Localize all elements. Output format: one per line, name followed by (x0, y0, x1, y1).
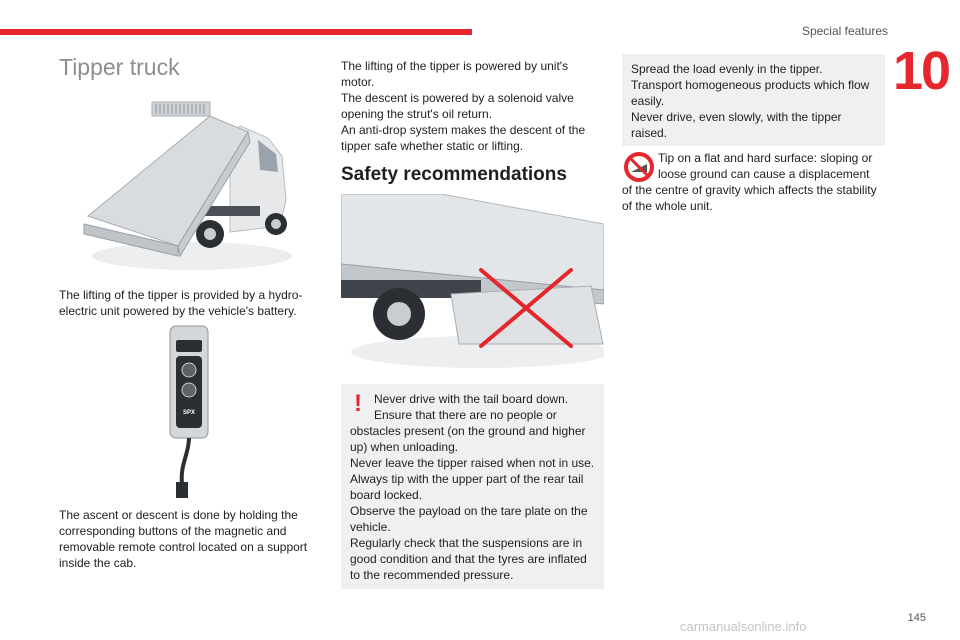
text-line: inside the cab. (59, 556, 137, 570)
tipper-truck-illustration (80, 96, 302, 274)
text-line: easily. (631, 94, 665, 108)
remote-control-illustration: SPX (169, 325, 209, 498)
col1-paragraph-1: The lifting of the tipper is provided by… (59, 287, 309, 319)
text-line: to the recommended pressure. (350, 568, 514, 582)
section-heading: Safety recommendations (341, 164, 567, 185)
remote-brand-label: SPX (183, 410, 195, 416)
text-line: Regularly check that the suspensions are… (350, 536, 583, 550)
no-slope-prohibition-icon (624, 152, 654, 182)
text-line: corresponding buttons of the magnetic an… (59, 524, 287, 538)
text-line: An anti-drop system makes the descent of… (341, 123, 586, 137)
text-line: opening the strut's oil return. (341, 107, 493, 121)
text-line: of the whole unit. (622, 199, 713, 213)
tip-text: Tip on a flat and hard surface: sloping … (622, 150, 885, 182)
text-line: board locked. (350, 488, 423, 502)
text-line: vehicle. (350, 520, 391, 534)
text-line: Transport homogeneous products which flo… (631, 78, 870, 92)
text-line: The lifting of the tipper is powered by … (341, 59, 569, 73)
warning-box: ! Never drive with the tail board down. … (341, 384, 604, 589)
text-line: The ascent or descent is done by holding… (59, 508, 298, 522)
text-line: removable remote control located on a su… (59, 540, 308, 554)
tip-note: Tip on a flat and hard surface: sloping … (622, 150, 885, 214)
text-line: Spread the load evenly in the tipper. (631, 62, 823, 76)
text-line: good condition and that the tyres are in… (350, 552, 587, 566)
text-line: electric unit powered by the vehicle's b… (59, 304, 297, 318)
tip-text-continued: of the centre of gravity which affects t… (622, 182, 885, 214)
text-line: tipper safe whether static or lifting. (341, 139, 524, 153)
info-box: Spread the load evenly in the tipper. Tr… (622, 54, 885, 146)
col2-paragraph: The lifting of the tipper is powered by … (341, 58, 604, 154)
text-line: up) when unloading. (350, 440, 459, 454)
text-line: Observe the payload on the tare plate on… (350, 504, 588, 518)
page-title: Tipper truck (59, 54, 180, 80)
text-line: The lifting of the tipper is provided by… (59, 288, 303, 302)
text-line: The descent is powered by a solenoid val… (341, 91, 574, 105)
text-line: motor. (341, 75, 375, 89)
chapter-number: 10 (893, 41, 951, 101)
text-line: Ensure that there are no people or (374, 408, 557, 422)
col1-paragraph-2: The ascent or descent is done by holding… (59, 507, 309, 571)
text-line: Never drive with the tail board down. (374, 392, 569, 406)
text-line: loose ground can cause a displacement (658, 167, 870, 181)
truck-tailboard-crossed-illustration (341, 194, 604, 370)
watermark: carmanualsonline.info (680, 619, 807, 634)
chapter-accent-bar (0, 29, 472, 35)
text-line: Tip on a flat and hard surface: sloping … (658, 151, 873, 165)
text-line: raised. (631, 126, 668, 140)
text-line: Never leave the tipper raised when not i… (350, 456, 595, 470)
text-line: of the centre of gravity which affects t… (622, 183, 877, 197)
text-line: obstacles present (on the ground and hig… (350, 424, 586, 438)
text-line: Never drive, even slowly, with the tippe… (631, 110, 842, 124)
page-number: 145 (907, 612, 926, 624)
section-label: Special features (801, 24, 888, 38)
warning-exclamation-icon: ! (354, 390, 362, 417)
text-line: Always tip with the upper part of the re… (350, 472, 584, 486)
